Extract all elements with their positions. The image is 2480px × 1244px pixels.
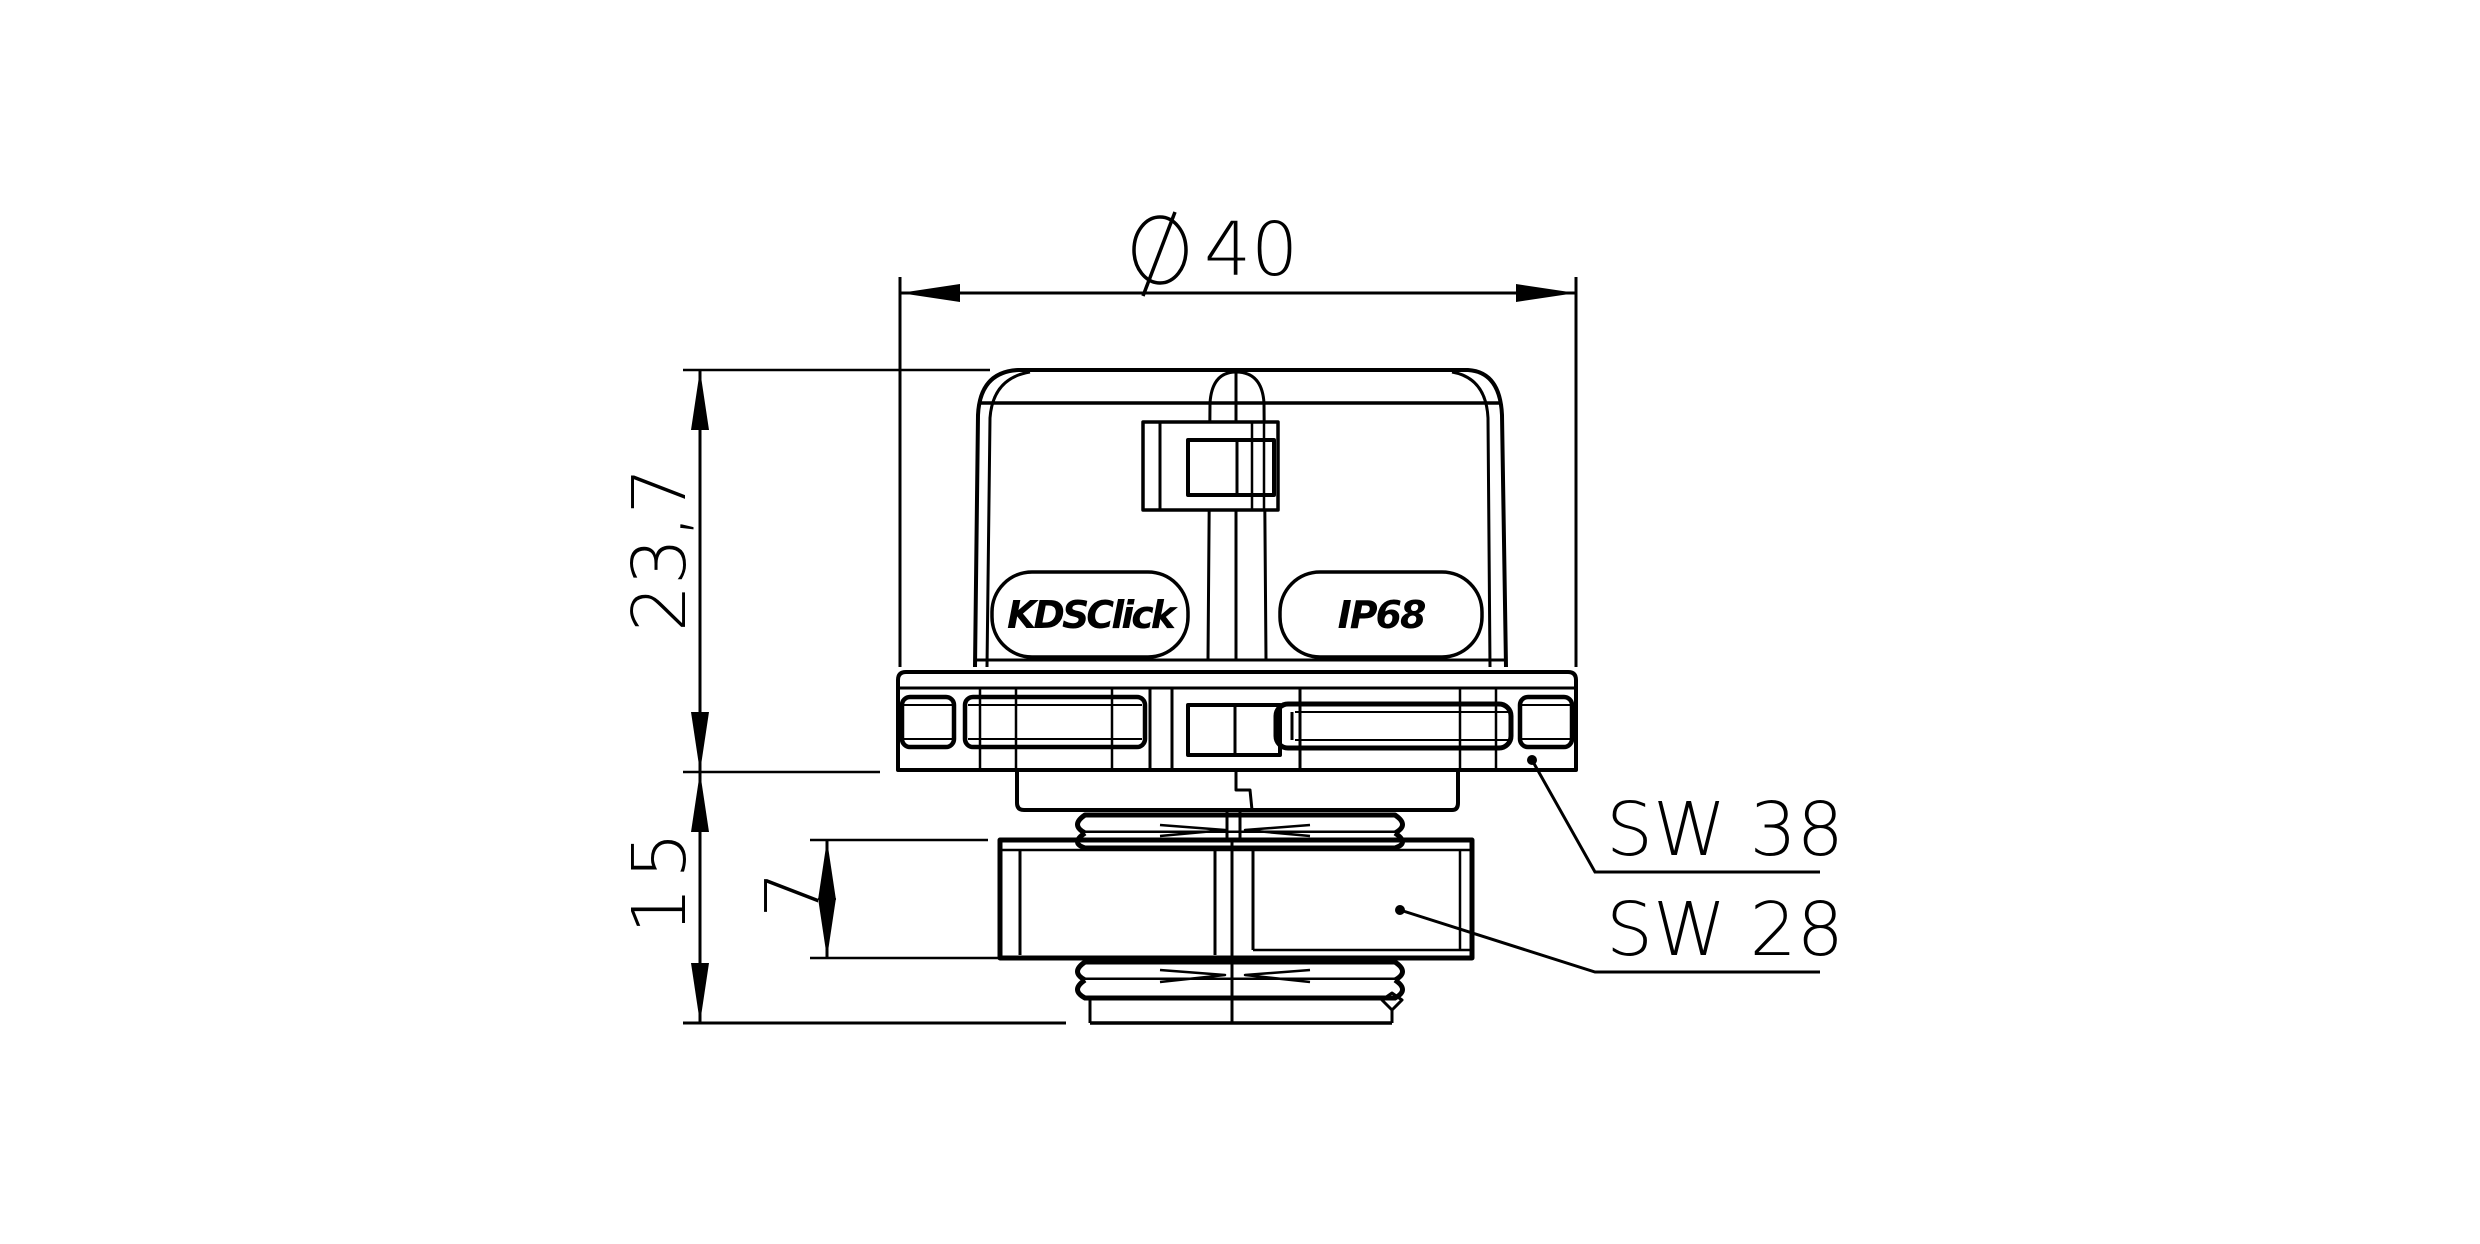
lock-nut-sw28 — [997, 837, 1475, 961]
connector-body — [896, 368, 1578, 1025]
diameter-dimension: 40 — [898, 207, 1578, 667]
height-dimensions: 23,7 15 7 — [617, 368, 1066, 1025]
callout-label-sw38: SW 38 — [1606, 787, 1844, 873]
flange-sw38 — [896, 670, 1578, 772]
height-bottom-value: 15 — [617, 824, 703, 934]
brand-label: KDSClick — [1007, 593, 1179, 637]
brand-label-badge — [990, 570, 1190, 659]
lower-thread — [1075, 958, 1405, 1025]
height-top-value: 23,7 — [617, 467, 703, 632]
latch-clip — [1141, 420, 1280, 512]
nut-height-value: 7 — [750, 871, 836, 918]
rating-label: IP68 — [1338, 593, 1426, 637]
diameter-value: 40 — [1204, 207, 1298, 293]
callout-sw38: SW 38 — [1527, 755, 1844, 874]
cap — [973, 368, 1508, 668]
neck — [1015, 772, 1460, 812]
diameter-symbol-icon — [1132, 211, 1188, 297]
rating-label-badge — [1278, 570, 1484, 659]
leader-line — [1399, 908, 1820, 974]
callout-sw28: SW 28 — [1395, 887, 1844, 974]
callout-label-sw28: SW 28 — [1606, 887, 1844, 973]
leader-line — [1530, 759, 1820, 874]
